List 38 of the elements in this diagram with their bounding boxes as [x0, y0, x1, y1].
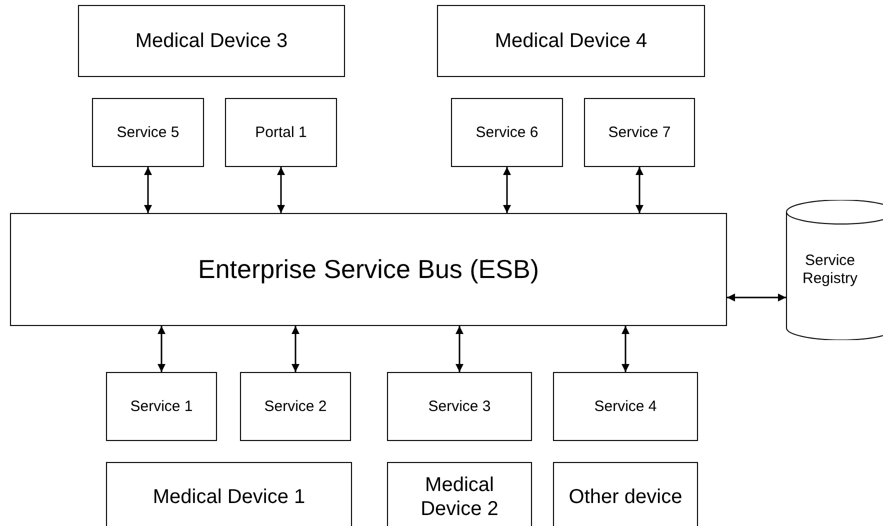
double-arrow	[456, 326, 464, 372]
portal-box	[225, 98, 337, 167]
node-label: Medical Device 3	[135, 29, 288, 53]
node-label: Service Registry	[801, 252, 858, 288]
node-label: Service 4	[594, 398, 657, 416]
double-arrow	[158, 326, 166, 372]
double-arrow	[144, 167, 152, 213]
double-arrow	[292, 326, 300, 372]
double-arrow	[636, 167, 644, 213]
service-box	[240, 372, 351, 441]
double-arrow	[727, 294, 786, 302]
service-box	[92, 98, 204, 167]
service-box	[106, 372, 217, 441]
device-box	[106, 462, 352, 526]
node-label: Other device	[568, 485, 682, 509]
node-label: Medical Device 4	[494, 29, 648, 53]
double-arrow	[277, 167, 285, 213]
node-label: Medical Device 1	[152, 485, 306, 509]
service-box	[451, 98, 563, 167]
node-label: Service 6	[476, 124, 538, 142]
bus-box	[10, 213, 727, 326]
device-box	[437, 5, 705, 77]
service-box	[584, 98, 695, 167]
node-label: Service 2	[264, 398, 327, 416]
device-box	[553, 462, 698, 526]
double-arrow	[622, 326, 630, 372]
node-label: Portal 1	[255, 124, 307, 142]
node-label: Service 5	[116, 124, 180, 142]
node-label: Service 7	[608, 124, 671, 142]
service-box	[387, 372, 532, 441]
double-arrow	[503, 167, 511, 213]
node-label: Service 3	[428, 398, 491, 416]
service-box	[553, 372, 698, 441]
device-box	[78, 5, 345, 77]
node-label: Medical Device 2	[420, 473, 500, 521]
node-label: Enterprise Service Bus (ESB)	[198, 254, 539, 286]
node-label: Service 1	[130, 398, 193, 416]
device-box	[387, 462, 532, 526]
